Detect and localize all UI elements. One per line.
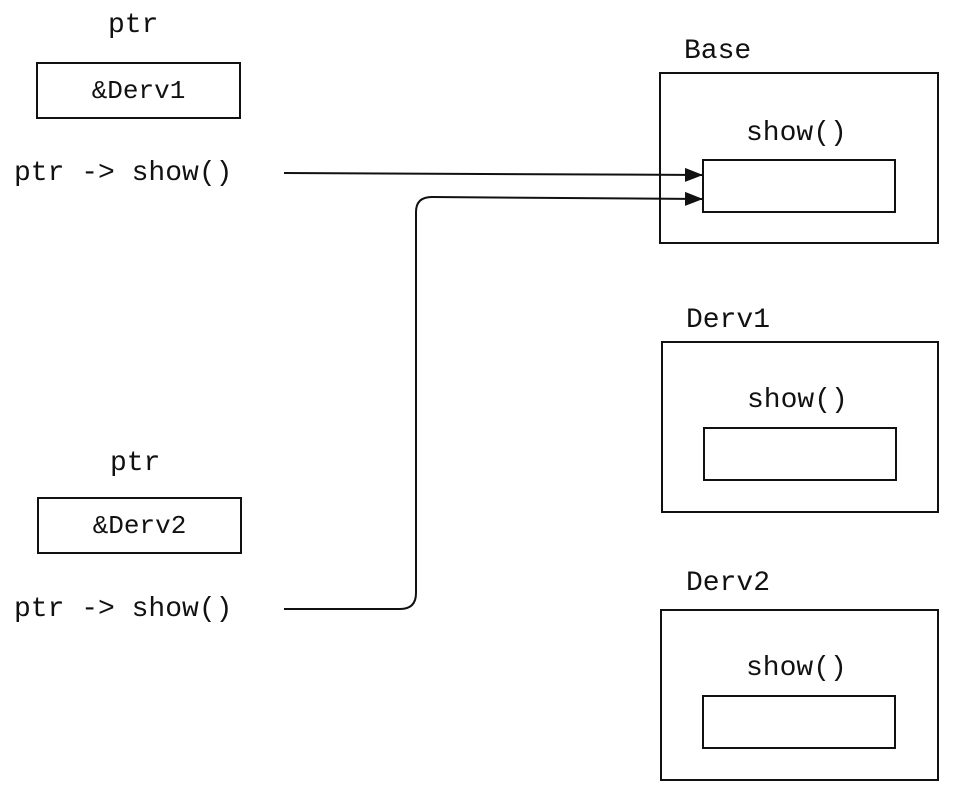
class-base-method-box [702, 159, 896, 213]
class-derv2-method: show() [746, 653, 847, 684]
arrow-pointer-1-to-base-show [283, 167, 703, 182]
class-derv1-method: show() [747, 385, 848, 416]
class-base-method: show() [746, 118, 847, 149]
pointer-1-name: ptr [108, 10, 159, 41]
class-base-box [659, 72, 939, 244]
class-derv1-method-box [703, 427, 897, 481]
pointer-2-value: &Derv2 [92, 510, 187, 541]
class-base-name: Base [684, 36, 752, 67]
pointer-1-value: &Derv1 [91, 75, 186, 106]
arrow-pointer-2-to-base-show [284, 191, 703, 610]
class-derv2-method-box [702, 695, 896, 749]
pointer-2-name: ptr [110, 448, 161, 479]
pointer-1-box: &Derv1 [36, 62, 241, 119]
pointer-2-box: &Derv2 [37, 497, 242, 554]
pointer-1-call: ptr -> show() [14, 158, 233, 189]
pointer-2-call: ptr -> show() [14, 594, 233, 625]
class-derv2-name: Derv2 [686, 568, 771, 599]
class-derv1-name: Derv1 [686, 305, 771, 336]
